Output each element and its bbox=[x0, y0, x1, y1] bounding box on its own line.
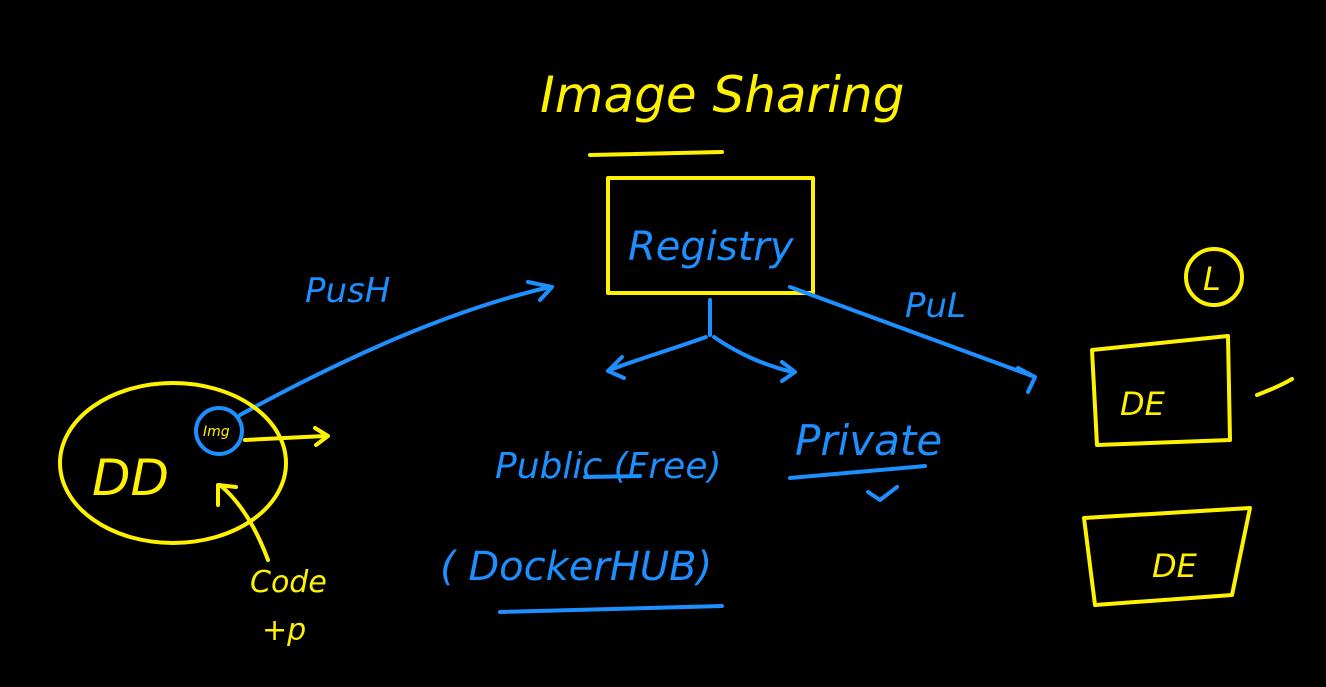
push-arrow bbox=[238, 285, 552, 417]
image-label: Img bbox=[203, 424, 230, 440]
diagram-title: Image Sharing bbox=[540, 66, 904, 124]
circle-label: L bbox=[1203, 260, 1221, 298]
de-label-2: DE bbox=[1152, 547, 1198, 585]
docker-desktop-circle bbox=[58, 381, 288, 545]
code-label: Code bbox=[250, 565, 327, 600]
split-right-arrow bbox=[712, 335, 794, 374]
push-arrowhead bbox=[526, 280, 554, 302]
private-checkmark bbox=[866, 485, 899, 502]
public-label: Public (Free) bbox=[495, 446, 722, 487]
pull-label: PuL bbox=[905, 286, 966, 326]
pull-arrowhead bbox=[1016, 366, 1037, 394]
registry-label: Registry bbox=[628, 224, 795, 270]
docker-engine-box-1 bbox=[1090, 334, 1232, 447]
code-sub-label: +p bbox=[262, 613, 306, 648]
de-label-1: DE bbox=[1120, 385, 1166, 423]
code-arrow bbox=[218, 483, 270, 562]
circle-marker bbox=[1184, 247, 1244, 307]
code-arrowhead bbox=[216, 483, 238, 507]
public-underline bbox=[583, 474, 642, 479]
pull-arrow bbox=[788, 285, 1037, 379]
registry-box bbox=[606, 176, 815, 295]
split-left-arrowhead bbox=[606, 355, 626, 380]
title-underline bbox=[588, 150, 724, 157]
dockerhub-label: ( DockerHUB) bbox=[440, 544, 712, 590]
de-checkmark bbox=[1255, 377, 1294, 397]
image-out-arrow bbox=[243, 434, 327, 442]
dockerhub-underline bbox=[498, 604, 724, 614]
image-circle bbox=[194, 406, 244, 456]
split-left-arrow bbox=[608, 335, 708, 372]
dd-label: DD bbox=[92, 449, 169, 507]
push-label: PusH bbox=[305, 271, 390, 311]
private-underline bbox=[788, 464, 927, 480]
image-out-arrowhead bbox=[313, 426, 330, 447]
docker-engine-box-2 bbox=[1082, 506, 1252, 607]
split-right-arrowhead bbox=[780, 360, 797, 383]
private-label: Private bbox=[795, 416, 942, 465]
